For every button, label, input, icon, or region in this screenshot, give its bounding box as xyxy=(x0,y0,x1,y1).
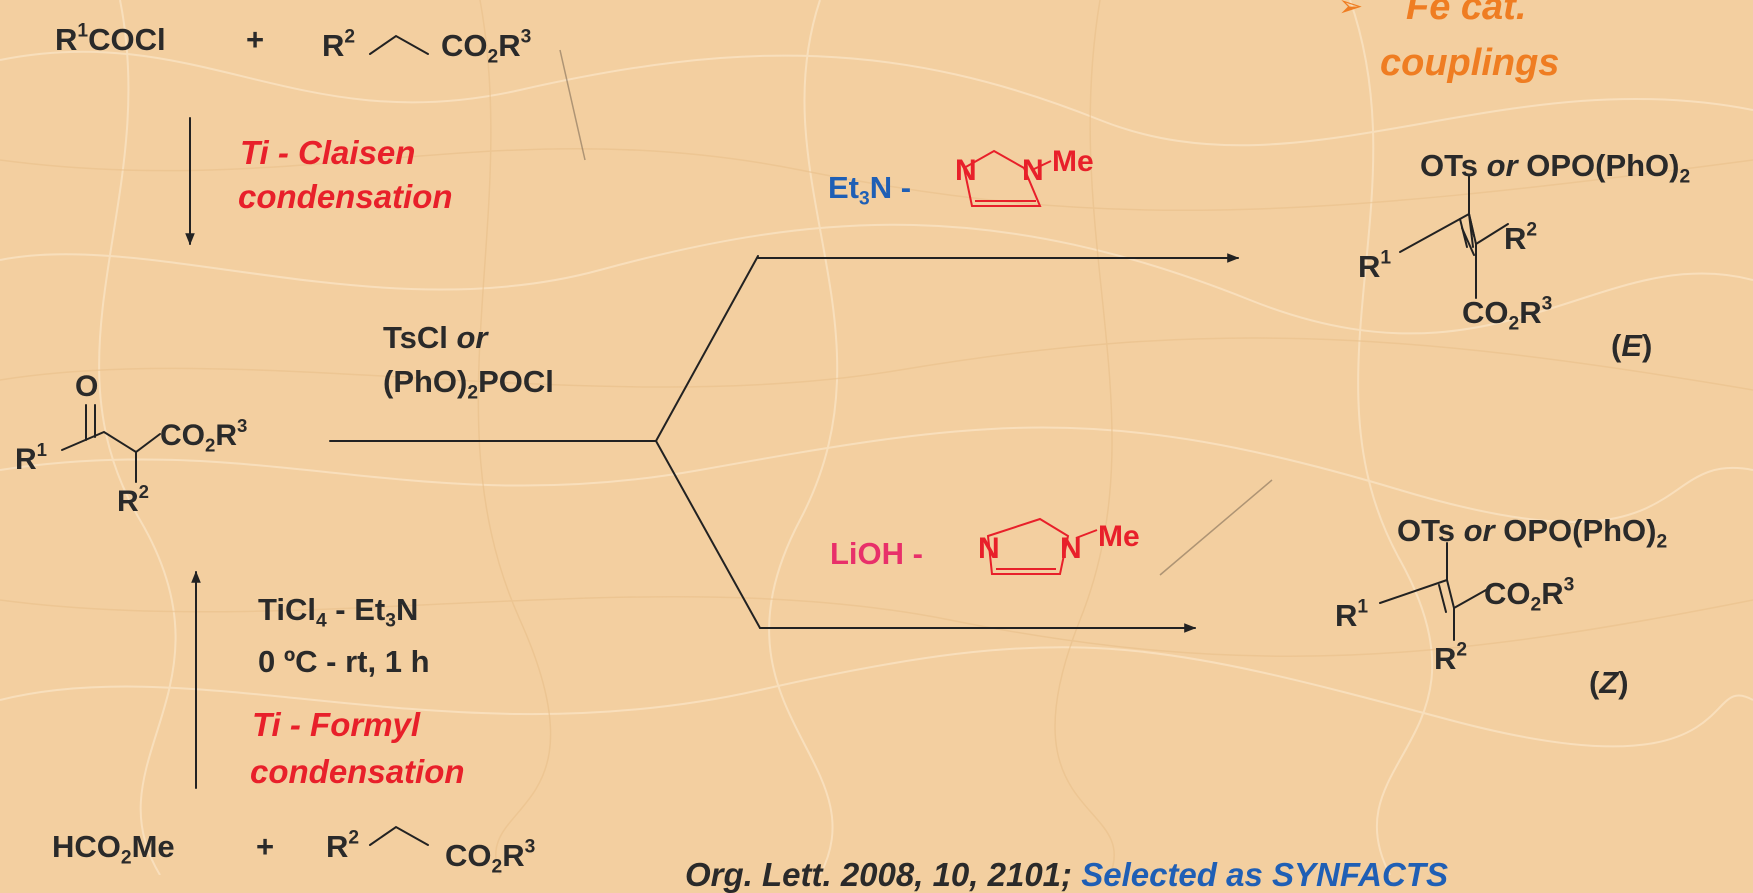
z-r1-bond xyxy=(1379,579,1448,604)
product-z-r2: R2 xyxy=(1434,639,1468,676)
ketoester-bonds xyxy=(61,430,161,454)
bottom-ester-bonds xyxy=(369,825,429,846)
fe-bullet: ➢ xyxy=(1338,0,1364,23)
claisen-label-line2: condensation xyxy=(238,178,453,215)
conditions-line2: 0 ºC - rt, 1 h xyxy=(258,644,430,679)
conditions-line1: TiCl4 - Et3N xyxy=(258,592,419,632)
ketoester-ester-group: CO2R3 xyxy=(160,414,248,456)
product-e-r2: R2 xyxy=(1504,219,1538,256)
e-r1-bond xyxy=(1399,213,1470,253)
upper-base-label: Et3N - xyxy=(828,170,912,210)
formyl-label-line1: Ti - Formyl xyxy=(252,706,421,743)
branch-lower xyxy=(655,440,761,629)
reagent-line1: TsCl or xyxy=(383,320,488,355)
lower-base-label: LiOH - xyxy=(830,536,923,571)
upper-imidazole-ring xyxy=(962,149,1042,207)
product-e-leaving-group: OTs or OPO(PhO)2 xyxy=(1420,148,1691,188)
lower-imidazole-n3: N xyxy=(1060,532,1082,565)
e-alkene xyxy=(1468,213,1477,245)
lower-imidazole-methyl: Me xyxy=(1098,520,1140,553)
reagent-line2: (PhO)2POCl xyxy=(383,364,554,404)
fe-heading-line2: couplings xyxy=(1380,42,1560,84)
bottom-ester-label: CO2R3 xyxy=(445,836,536,878)
bottom-plus-sign: + xyxy=(256,829,275,864)
lower-imidazole-ring xyxy=(986,517,1070,575)
claisen-label-line1: Ti - Claisen xyxy=(240,134,416,171)
bottom-formate: HCO2Me xyxy=(52,829,175,869)
product-z-ester: CO2R3 xyxy=(1484,574,1575,616)
product-z-r1: R1 xyxy=(1335,596,1369,633)
top-r2-label: R2 xyxy=(322,26,356,63)
fe-heading-line1: Fe cat. xyxy=(1406,0,1527,28)
upper-imidazole-n1: N xyxy=(955,154,977,187)
ketoester-r1: R1 xyxy=(15,438,48,476)
top-ester-bonds xyxy=(369,34,429,55)
top-plus-sign: + xyxy=(246,22,265,57)
product-e-stereo-label: (E) xyxy=(1611,328,1653,363)
product-e-r1: R1 xyxy=(1358,247,1392,284)
z-co2r3-bond xyxy=(1453,589,1487,609)
e-r2-bond xyxy=(1475,223,1509,245)
product-z-stereo-label: (Z) xyxy=(1589,665,1629,700)
upper-imidazole-n3: N xyxy=(1022,154,1044,187)
z-alkene xyxy=(1446,579,1455,609)
reaction-scheme xyxy=(61,34,1509,846)
product-z-leaving-group: OTs or OPO(PhO)2 xyxy=(1397,513,1668,553)
e-alkene-2 xyxy=(1459,218,1468,248)
ketoester-oxygen: O xyxy=(75,370,99,403)
lower-imidazole-n1: N xyxy=(978,532,1000,565)
upper-imidazole-methyl: Me xyxy=(1052,145,1094,178)
ketoester-r2: R2 xyxy=(117,480,150,518)
paper-background xyxy=(0,0,1753,875)
z-alkene-2 xyxy=(1438,584,1447,613)
formyl-label-line2: condensation xyxy=(250,753,465,790)
product-e-ester: CO2R3 xyxy=(1462,293,1553,335)
branch-upper xyxy=(655,255,759,442)
top-ester-label: CO2R3 xyxy=(441,26,532,68)
top-acid-chloride: R1COCl xyxy=(55,20,166,57)
bottom-r2-label: R2 xyxy=(326,827,360,864)
